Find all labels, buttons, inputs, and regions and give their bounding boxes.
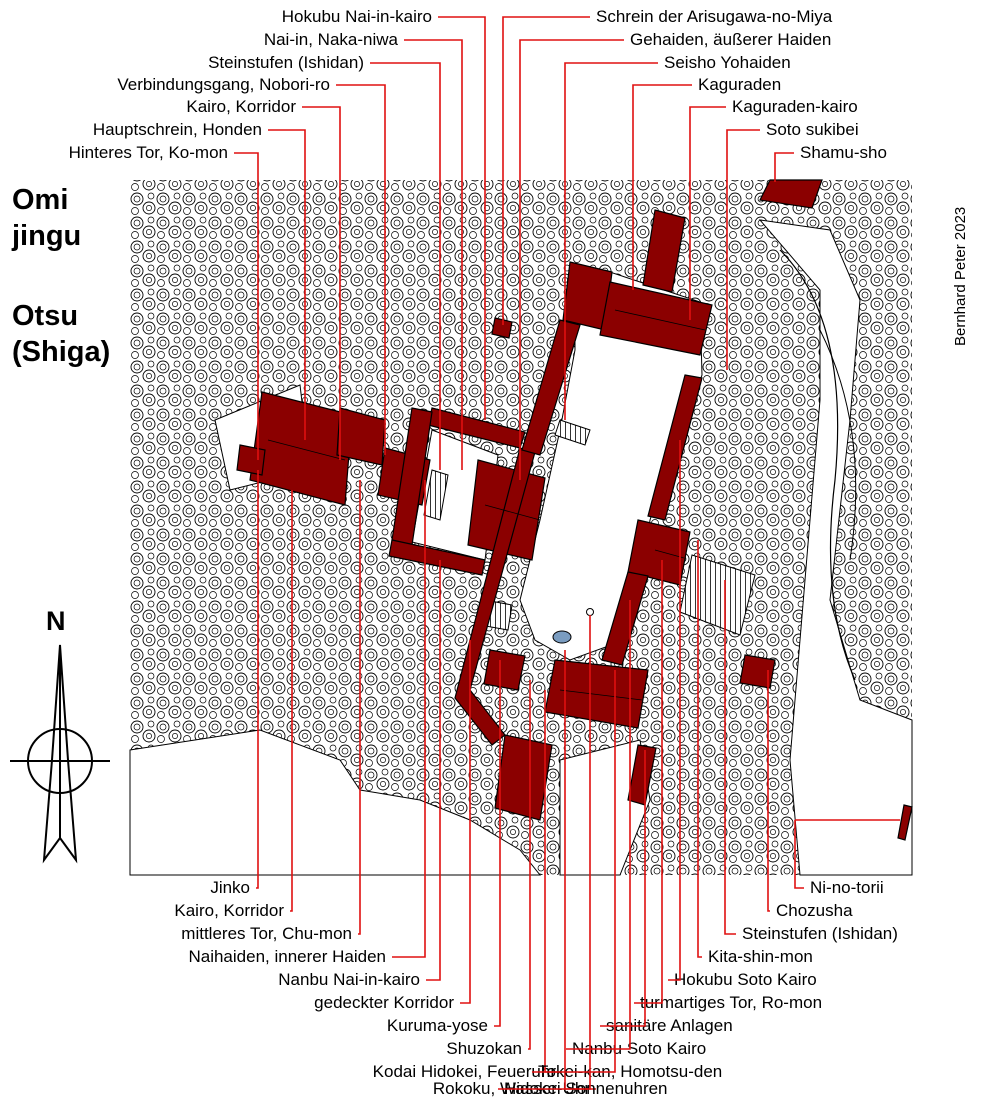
- title-line-1: Omi: [12, 184, 69, 216]
- leader-bottom-right-3: [697, 540, 702, 958]
- leader-bottom-left-5: [460, 640, 471, 1004]
- leader-bottom-left-7: [528, 680, 531, 1050]
- title-block: Omi jingu: [12, 182, 81, 254]
- label-bottom-left-0: Jinko: [210, 878, 250, 897]
- tokei-kan-building: [544, 659, 649, 729]
- leader-bottom-right-2: [724, 580, 736, 935]
- leader-top-left-2: [370, 62, 441, 470]
- label-top-left-4: Kairo, Korridor: [186, 97, 296, 116]
- kaguraden-kairo: [642, 209, 686, 293]
- leader-top-left-3: [336, 84, 386, 455]
- leader-bottom-left-0: [256, 470, 259, 889]
- leader-bottom-right-7: [566, 600, 631, 1050]
- label-bottom-left-6: Kuruma-yose: [387, 1016, 488, 1035]
- leader-top-left-4: [302, 106, 341, 460]
- leader-top-left-6: [234, 152, 259, 460]
- kaguraden-building: [599, 281, 713, 356]
- label-top-right-1: Gehaiden, äußerer Haiden: [630, 30, 831, 49]
- leader-top-left-5: [268, 129, 306, 440]
- label-bottom-right-0: Ni-no-torii: [810, 878, 884, 897]
- leader-bottom-left-3: [392, 480, 426, 958]
- buildings: [236, 179, 913, 841]
- label-bottom-right-6: sanitäre Anlagen: [606, 1016, 733, 1035]
- outer-corridor-north: [647, 374, 703, 521]
- label-bottom-left-7: Shuzokan: [446, 1039, 522, 1058]
- leader-top-right-0: [502, 16, 590, 325]
- label-bottom-right-4: Hokubu Soto Kairo: [674, 970, 817, 989]
- jinko-building: [494, 734, 553, 821]
- label-bottom-right-5: turmartiges Tor, Ro-mon: [640, 993, 822, 1012]
- location-line-1: Otsu: [12, 300, 79, 332]
- east-road: [758, 219, 913, 876]
- label-bottom-right-7: Nanbu Soto Kairo: [572, 1039, 706, 1058]
- outer-corridor-south: [601, 571, 649, 666]
- leader-bottom-right-8: [532, 670, 616, 1073]
- label-top-right-4: Kaguraden-kairo: [732, 97, 858, 116]
- leader-top-right-3: [632, 84, 692, 290]
- label-bottom-left-1: Kairo, Korridor: [174, 901, 284, 920]
- east-road-curve-2: [819, 329, 857, 561]
- label-bottom-right-1: Chozusha: [776, 901, 853, 920]
- roof-ridges: [267, 309, 706, 701]
- label-bottom-left-5: gedeckter Korridor: [314, 993, 454, 1012]
- location-line-2: (Shiga): [12, 336, 111, 368]
- leader-top-left-1: [404, 39, 463, 470]
- water-clock-pond: [552, 630, 572, 644]
- inner-corridor-south: [388, 539, 486, 576]
- label-top-left-2: Steinstufen (Ishidan): [208, 53, 364, 72]
- leader-bottom-left-1: [290, 490, 293, 912]
- stairs-nobori: [554, 419, 591, 446]
- label-bottom-right-3: Kita-shin-mon: [708, 947, 813, 966]
- leader-top-right-4: [689, 106, 726, 320]
- leader-bottom-left-2: [358, 480, 361, 935]
- label-top-left-3: Verbindungsgang, Nobori-ro: [117, 75, 330, 94]
- label-bottom-left-4: Nanbu Nai-in-kairo: [278, 970, 420, 989]
- title-line-2: jingu: [12, 220, 82, 252]
- label-bottom-left-2: mittleres Tor, Chu-mon: [181, 924, 352, 943]
- leader-top-right-5: [726, 129, 760, 370]
- leader-bottom-right-0: [794, 820, 804, 889]
- south-approach: [559, 739, 651, 876]
- leader-bottom-left-6: [494, 660, 501, 1027]
- south-west-slope: [129, 729, 542, 876]
- location-block: Otsu (Shiga): [12, 298, 110, 370]
- leader-top-left-0: [438, 16, 486, 420]
- label-bottom-left-3: Naihaiden, innerer Haiden: [188, 947, 386, 966]
- leader-top-right-6: [774, 152, 794, 182]
- sundial-marker: [586, 608, 594, 616]
- label-bottom-left-8: Kodai Hidokei, Feueruhr: [373, 1062, 557, 1081]
- shuzokan-building: [483, 649, 526, 691]
- shamu-sho-building: [759, 179, 823, 209]
- chozusha-building: [739, 654, 776, 689]
- ni-no-torii-gate: [897, 804, 913, 841]
- label-top-left-0: Hokubu Nai-in-kairo: [282, 7, 432, 26]
- leader-bottom-right-9: [498, 615, 591, 1090]
- label-top-left-1: Nai-in, Naka-niwa: [264, 30, 399, 49]
- leader-top-right-1: [519, 39, 624, 480]
- ko-mon-gate: [236, 444, 266, 476]
- label-top-right-0: Schrein der Arisugawa-no-Miya: [596, 7, 833, 26]
- north-label: N: [46, 606, 66, 636]
- arisugawa-shrine: [491, 317, 513, 339]
- label-top-right-6: Shamu-sho: [800, 143, 887, 162]
- label-top-left-6: Hinteres Tor, Ko-mon: [69, 143, 228, 162]
- leader-bottom-right-1: [767, 670, 770, 912]
- leader-bottom-right-4: [668, 440, 681, 981]
- leader-bottom-right-5: [634, 560, 663, 1004]
- label-top-right-5: Soto sukibei: [766, 120, 859, 139]
- label-bottom-right-2: Steinstufen (Ishidan): [742, 924, 898, 943]
- label-top-right-2: Seisho Yohaiden: [664, 53, 791, 72]
- north-arrow: [10, 644, 110, 864]
- leader-bottom-left-4: [426, 560, 441, 981]
- label-top-left-5: Hauptschrein, Honden: [93, 120, 262, 139]
- leader-top-right-2: [564, 62, 658, 420]
- label-bottom-right-8: Tokei-kan, Homotsu-den: [538, 1062, 722, 1081]
- stairs-ishidan-west: [423, 469, 449, 521]
- east-road-curve: [779, 249, 856, 681]
- label-top-right-3: Kaguraden: [698, 75, 781, 94]
